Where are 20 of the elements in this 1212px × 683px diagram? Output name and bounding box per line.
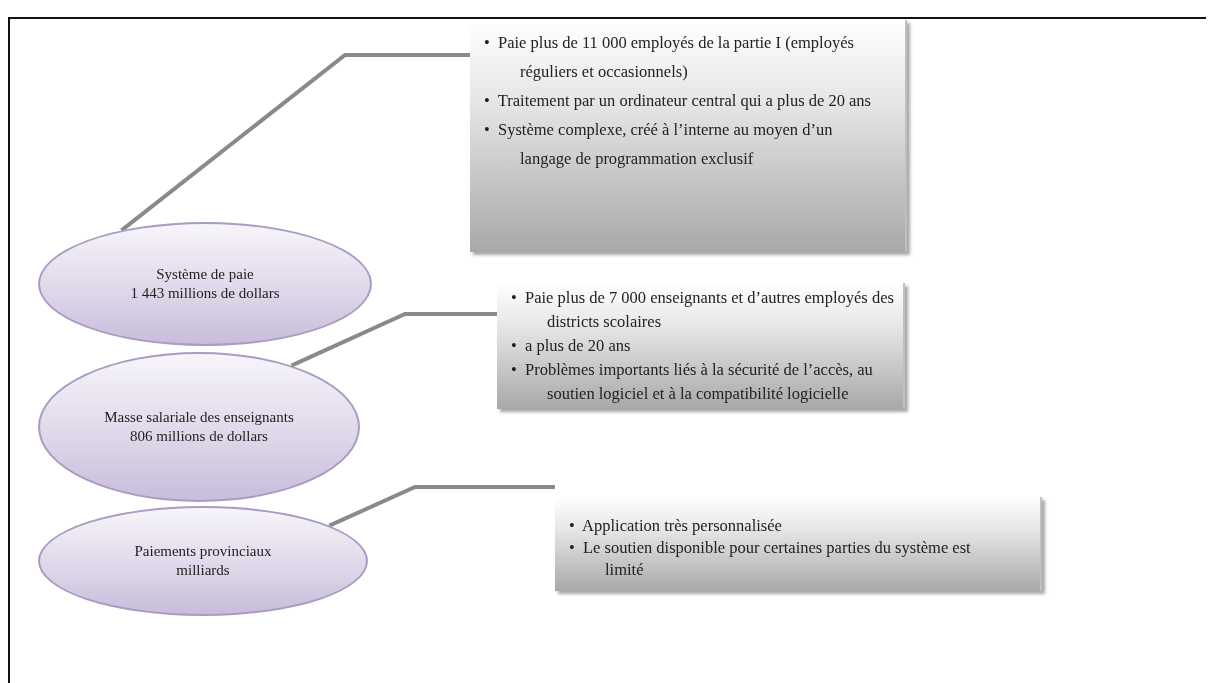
bullet-item: • a plus de 20 ans [511, 335, 632, 357]
leader-line [328, 485, 555, 528]
leader-line [290, 312, 497, 368]
bullet-item: • Traitement par un ordinateur central qui a plus de 20 ans [484, 90, 873, 112]
node-text: 1 443 millions de dollars [130, 284, 280, 303]
node-text: Système de paie [156, 264, 254, 284]
bullet-item: • Le soutien disponible pour certaines parties du système est limité [569, 537, 972, 581]
bullet-item: • Problèmes importants liés à la sécurité de l’accès, au soutien logiciel et à la compatibilité logicielle [511, 359, 874, 405]
description-box [470, 20, 907, 252]
description-box [497, 283, 905, 409]
bullet-item: • Système complexe, créé à l’interne au moyen d’un langage de programmation exclusif [484, 119, 834, 170]
node-text: 806 millions de dollars [130, 427, 268, 446]
bullet-item: • Paie plus de 11 000 employés de la partie I (employés réguliers et occasionnels) [484, 32, 855, 83]
bullet-item: • Application très personnalisée [569, 515, 783, 537]
node-text: Paiements provinciaux [134, 541, 272, 561]
description-box [555, 497, 1042, 591]
node-text: milliards [176, 561, 230, 580]
node-text: Masse salariale des enseignants [104, 407, 294, 427]
bullet-item: • Paie plus de 7 000 enseignants et d’autres employés des districts scolaires [511, 287, 895, 333]
leader-line [120, 53, 470, 232]
